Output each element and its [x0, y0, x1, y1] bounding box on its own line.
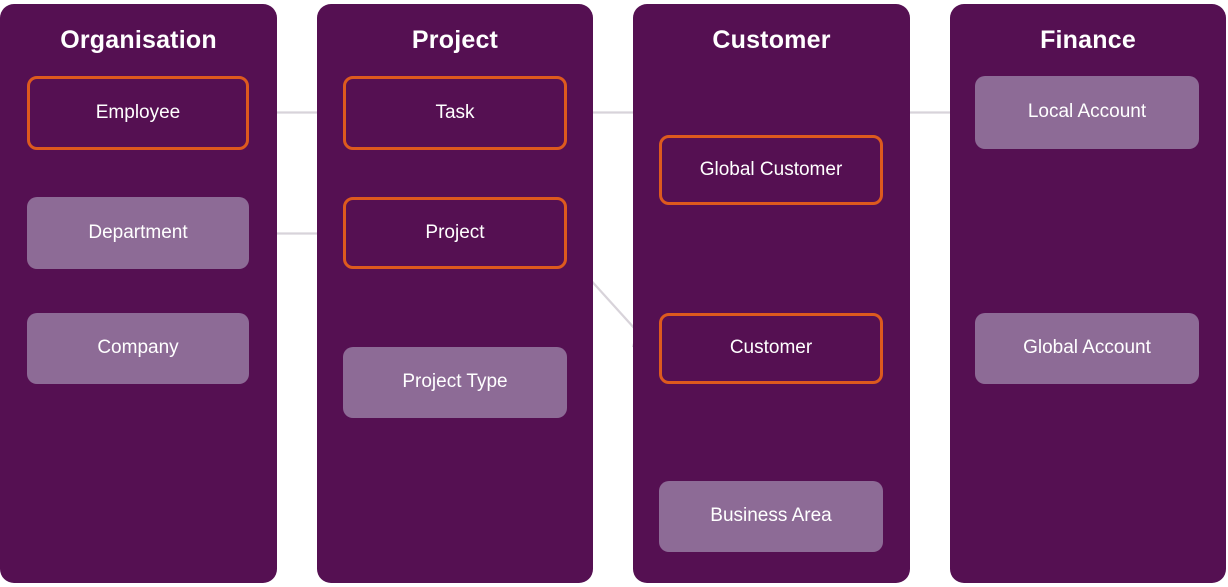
node-business-area[interactable]: Business Area	[659, 481, 883, 552]
node-label-company: Company	[97, 337, 179, 359]
panel-title-customer: Customer	[712, 26, 831, 54]
node-label-global-customer: Global Customer	[699, 158, 843, 180]
node-company[interactable]: Company	[27, 313, 249, 384]
node-department[interactable]: Department	[27, 197, 249, 269]
node-customer[interactable]: Customer	[659, 313, 883, 384]
panel-title-project: Project	[411, 26, 499, 54]
node-label-business-area: Business Area	[710, 505, 832, 527]
node-project-type[interactable]: Project Type	[343, 347, 567, 418]
node-employee[interactable]: Employee	[27, 76, 249, 150]
node-label-customer: Customer	[729, 337, 813, 359]
node-global-account[interactable]: Global Account	[975, 313, 1199, 384]
node-label-global-account: Global Account	[1023, 337, 1151, 359]
node-label-local-account: Local Account	[1027, 101, 1147, 123]
node-label-employee: Employee	[95, 101, 181, 123]
node-label-project: Project	[425, 221, 485, 243]
node-label-project-type: Project Type	[402, 371, 508, 393]
node-global-customer[interactable]: Global Customer	[659, 135, 883, 205]
node-project[interactable]: Project	[343, 197, 567, 269]
node-label-task: Task	[435, 101, 475, 123]
node-label-department: Department	[88, 221, 188, 243]
node-local-account[interactable]: Local Account	[975, 76, 1199, 149]
node-task[interactable]: Task	[343, 76, 567, 150]
panel-title-organisation: Organisation	[60, 26, 217, 54]
panel-title-finance: Finance	[1040, 26, 1136, 54]
